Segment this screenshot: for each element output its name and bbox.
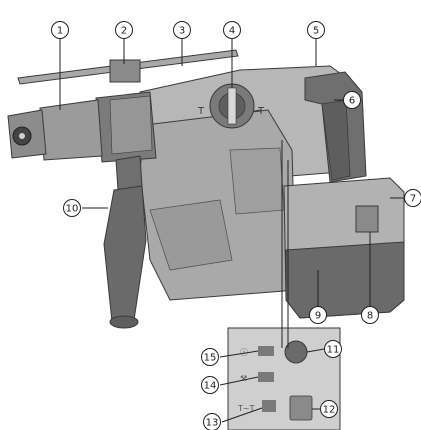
callout-circle xyxy=(307,21,325,39)
leader-lines xyxy=(59,39,404,423)
callout-11: 11 xyxy=(324,340,342,358)
callout-circle xyxy=(173,21,191,39)
callout-14: 14 xyxy=(201,376,219,394)
callout-circle xyxy=(51,21,69,39)
callout-circle xyxy=(115,21,133,39)
callout-3: 3 xyxy=(173,21,191,39)
selector-mark-right: T xyxy=(257,106,265,117)
callout-circle xyxy=(201,348,219,366)
callout-number: 10 xyxy=(66,204,79,215)
indicator-led-1 xyxy=(258,346,274,356)
callout-15: 15 xyxy=(201,348,219,366)
callout-1: 1 xyxy=(51,21,69,39)
side-handle xyxy=(103,155,147,329)
callout-number: 11 xyxy=(327,345,340,356)
callout-4: 4 xyxy=(223,21,241,39)
depth-gauge-clamp xyxy=(109,59,141,83)
callout-number: 3 xyxy=(179,26,185,37)
callout-circle xyxy=(324,340,342,358)
callout-number: 7 xyxy=(410,194,416,205)
callout-number: 1 xyxy=(57,26,63,37)
callout-12: 12 xyxy=(320,400,338,418)
indicator-led-3 xyxy=(262,400,276,412)
callout-circle xyxy=(343,91,361,109)
callout-8: 8 xyxy=(361,306,379,324)
chuck-assembly xyxy=(7,91,157,163)
callout-number: 6 xyxy=(349,96,355,107)
callout-number: 13 xyxy=(206,418,219,429)
callout-10: 10 xyxy=(63,199,81,217)
mode-label: T~T xyxy=(237,404,255,413)
callout-circle xyxy=(309,306,327,324)
callout-number: 9 xyxy=(315,311,321,322)
callout-number: 12 xyxy=(323,405,336,416)
callout-number: 2 xyxy=(121,26,127,37)
callout-number: 8 xyxy=(367,311,373,322)
callout-9: 9 xyxy=(309,306,327,324)
callout-2: 2 xyxy=(115,21,133,39)
selector-mark-left: T xyxy=(197,106,205,117)
callout-circle xyxy=(361,306,379,324)
callout-circle xyxy=(201,376,219,394)
service-symbol: ⚒ xyxy=(240,374,247,383)
callout-number: 5 xyxy=(313,26,319,37)
battery-pack xyxy=(283,177,405,319)
chuck-sleeve xyxy=(39,99,103,161)
callout-circle xyxy=(63,199,81,217)
battery-release-button xyxy=(355,205,379,233)
callout-6: 6 xyxy=(343,91,361,109)
callout-number: 14 xyxy=(204,381,217,392)
callout-circle xyxy=(223,21,241,39)
callout-circle xyxy=(320,400,338,418)
callout-number: 15 xyxy=(204,353,217,364)
callout-number: 4 xyxy=(229,26,235,37)
callout-circle xyxy=(203,413,221,430)
indicator-led-2 xyxy=(258,372,274,382)
callout-7: 7 xyxy=(404,189,421,207)
mode-selector-knob: T T xyxy=(197,83,265,129)
callout-13: 13 xyxy=(203,413,221,430)
mode-switch xyxy=(289,395,313,421)
indicator-symbol: ⓘ xyxy=(240,348,248,357)
callout-5: 5 xyxy=(307,21,325,39)
callout-circle xyxy=(404,189,421,207)
